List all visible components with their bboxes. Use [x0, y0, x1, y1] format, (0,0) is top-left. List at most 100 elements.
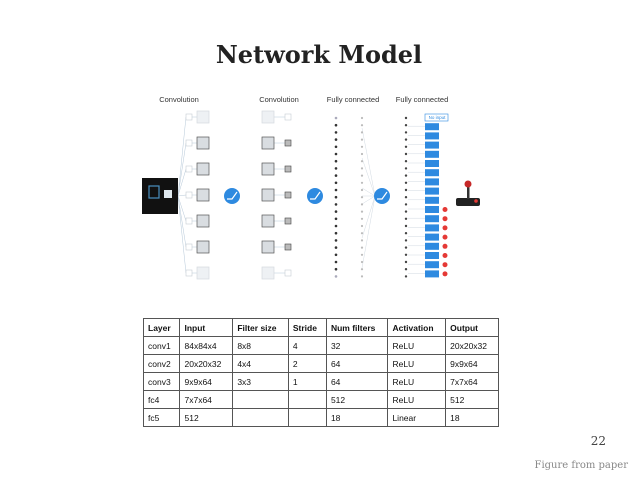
feature-map — [261, 188, 275, 202]
table-cell: 4x4 — [232, 354, 289, 373]
feature-map — [261, 136, 275, 150]
feature-map — [261, 162, 275, 176]
feature-map — [196, 162, 210, 176]
network-nodes — [142, 110, 449, 280]
table-cell — [287, 390, 327, 409]
header-output: Output — [445, 318, 499, 337]
input-node — [185, 243, 193, 251]
fire-button-icon — [442, 262, 448, 268]
action-box — [425, 252, 439, 259]
connection-line — [177, 116, 187, 197]
table-cell: fc4 — [142, 390, 181, 409]
fc-node — [404, 131, 408, 134]
table-cell: 18 — [445, 408, 499, 427]
table-cell: 32 — [325, 336, 389, 355]
table-cell: conv2 — [142, 354, 181, 373]
layer-table: Layer Input Filter size Stride Num filte… — [142, 318, 499, 427]
fc-node — [404, 210, 408, 213]
table-cell: 4 — [287, 336, 327, 355]
fc-node — [334, 195, 338, 199]
network-diagram: Convolution Convolution Fully connected … — [142, 95, 449, 280]
fire-button-icon — [442, 216, 448, 222]
header-stride: Stride — [287, 318, 327, 337]
output-node — [284, 165, 292, 173]
input-node — [185, 139, 193, 147]
table-cell: fc5 — [142, 408, 181, 427]
header-layer: Layer — [142, 318, 181, 337]
fc-node — [404, 145, 408, 148]
table-cell: 8x8 — [232, 336, 289, 355]
connection-line — [361, 195, 376, 205]
table-cell: ReLU — [387, 336, 447, 355]
table-row: fc5 512 18 Linear 18 — [142, 408, 499, 427]
fc-node — [360, 196, 364, 199]
fc-node — [360, 239, 364, 242]
fc-node — [360, 174, 364, 177]
action-box — [425, 224, 439, 232]
action-box — [425, 123, 439, 131]
table-cell: 512 — [325, 390, 389, 409]
connection-line — [361, 187, 376, 197]
fc-node — [360, 260, 364, 264]
table-cell — [232, 390, 289, 409]
table-cell: 2 — [287, 354, 327, 373]
fc-node — [404, 217, 408, 220]
connection-line — [177, 195, 187, 222]
fc-node — [334, 174, 338, 177]
fc-node — [334, 145, 338, 149]
fc-node — [404, 203, 408, 206]
feature-map — [196, 188, 210, 202]
table-header-row: Layer Input Filter size Stride Num filte… — [142, 318, 499, 337]
action-box — [425, 132, 439, 140]
fc-node — [360, 253, 364, 256]
fc-node — [404, 167, 408, 170]
output-node — [284, 269, 292, 277]
action-box — [425, 178, 439, 186]
table-row: conv1 84x84x4 8x8 4 32 ReLU 20x20x32 — [142, 336, 499, 355]
fc-node — [360, 116, 364, 120]
fc-node — [360, 181, 364, 184]
table-row: fc4 7x7x64 512 ReLU 512 — [142, 390, 499, 409]
fc-node — [404, 196, 408, 199]
action-box — [425, 242, 439, 250]
fc-node — [334, 239, 338, 242]
fc-node — [404, 239, 408, 242]
table-cell: ReLU — [387, 372, 447, 391]
fc-node — [404, 246, 408, 249]
fc-node — [334, 188, 338, 192]
fc-node — [404, 188, 408, 192]
fc-node — [360, 160, 364, 163]
connection-line — [361, 195, 376, 269]
table-cell: 20x20x32 — [445, 336, 499, 355]
table-cell: 20x20x32 — [179, 354, 234, 373]
feature-map — [261, 214, 275, 228]
connection-line — [177, 194, 187, 197]
fc-node — [334, 131, 338, 134]
table-cell: 1 — [287, 372, 327, 391]
table-cell: conv3 — [142, 372, 181, 391]
column-label-conv2: Convolution — [259, 95, 299, 104]
fc-node — [404, 253, 408, 256]
action-box — [425, 187, 439, 195]
input-node — [185, 165, 193, 173]
action-box — [425, 141, 439, 149]
connection-line — [361, 195, 376, 239]
fc-node — [360, 232, 364, 235]
connection-line — [177, 195, 187, 274]
action-box — [425, 150, 439, 158]
feature-map — [196, 136, 210, 150]
fc-node — [360, 224, 364, 228]
fire-button-icon — [442, 234, 448, 240]
fc-node — [360, 268, 364, 271]
game-frame-icon — [148, 185, 160, 199]
fc-node — [404, 138, 408, 141]
feature-map — [196, 110, 210, 124]
fc-node — [334, 253, 338, 257]
feature-map — [261, 110, 275, 124]
relu-icon — [377, 191, 388, 200]
table-cell: 512 — [445, 390, 499, 409]
fc-node — [404, 260, 408, 264]
relu-icon — [224, 188, 240, 204]
input-node — [185, 269, 193, 277]
fc-node — [334, 116, 338, 120]
